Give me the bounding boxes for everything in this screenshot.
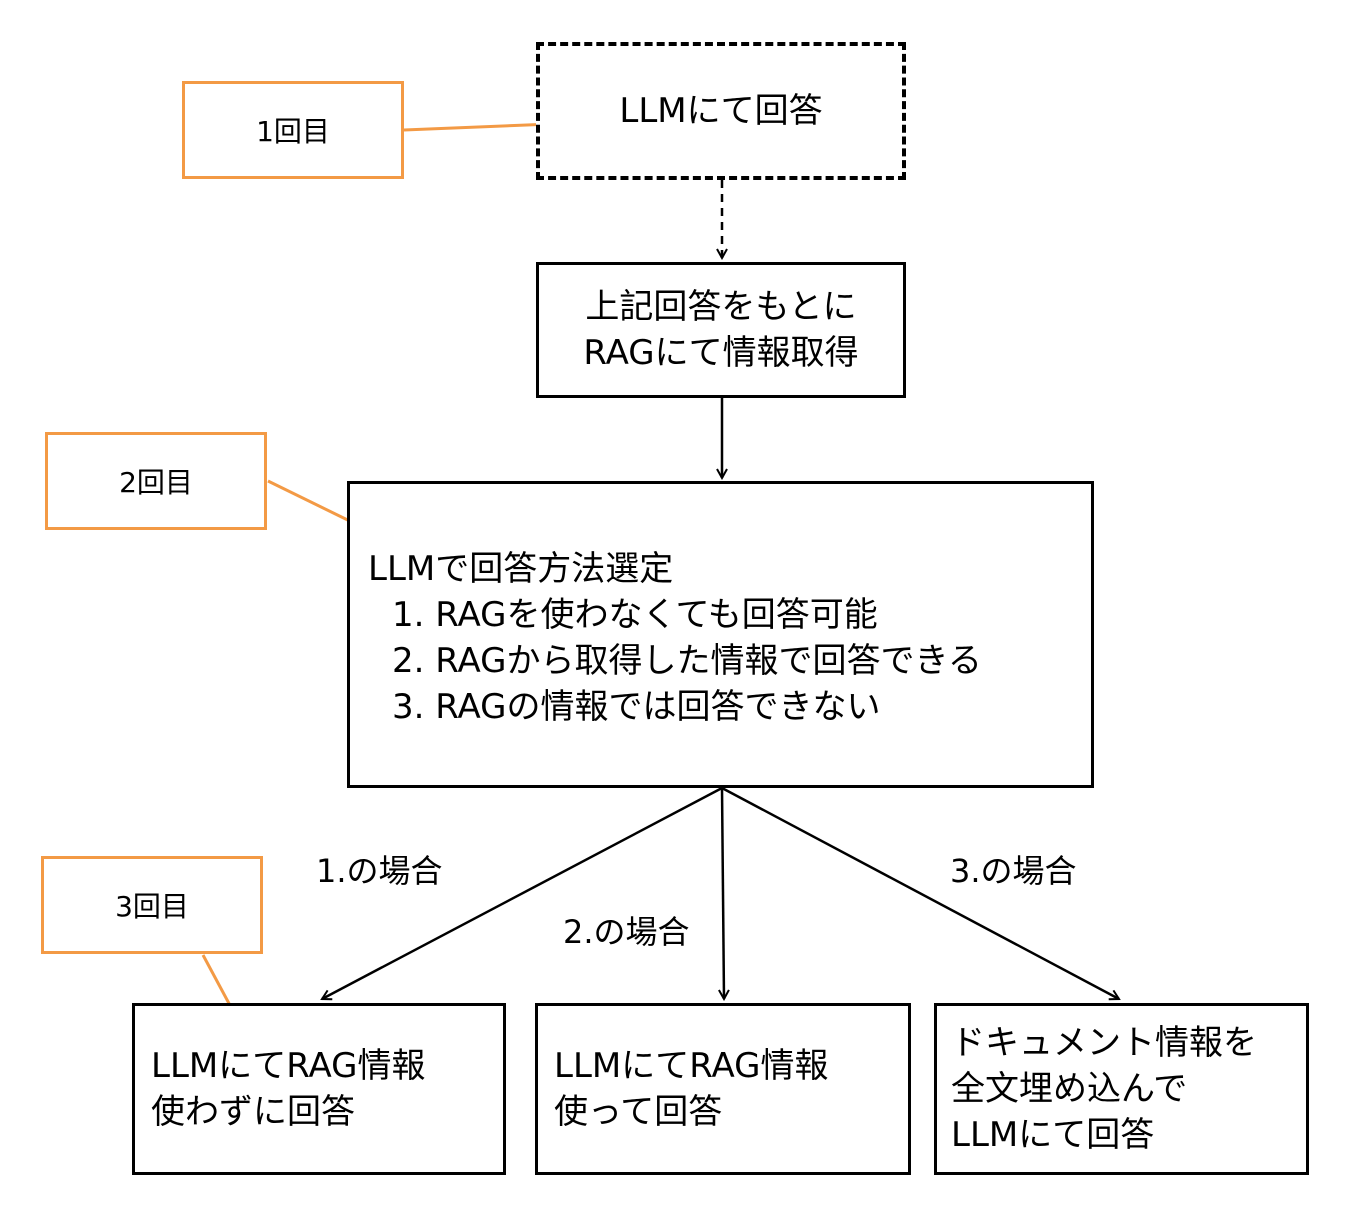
node-out1-line-2: 使わずに回答 <box>151 1092 355 1132</box>
node-step3-option-3: 3. RAGの情報では回答できない <box>392 687 881 727</box>
callout-third-label: 3回目 <box>115 890 189 923</box>
node-out2: LLMにてRAG情報 使って回答 <box>535 1003 911 1175</box>
node-step3-title: LLMで回答方法選定 <box>368 549 674 589</box>
node-out3-line-3: LLMにて回答 <box>951 1115 1155 1155</box>
node-step2-line-1: 上記回答をもとに <box>585 287 857 327</box>
node-step3-option-1: 1. RAGを使わなくても回答可能 <box>392 595 878 635</box>
arrow-to-out3 <box>721 786 1119 999</box>
node-out3-line-2: 全文埋め込んで <box>951 1069 1188 1109</box>
callout-third: 3回目 <box>41 856 263 954</box>
callout-first: 1回目 <box>182 81 404 179</box>
node-step1: LLMにて回答 <box>536 42 906 180</box>
branch-label-case1: 1.の場合 <box>316 852 443 890</box>
node-out1-line-1: LLMにてRAG情報 <box>151 1046 426 1086</box>
node-step3: LLMで回答方法選定 1. RAGを使わなくても回答可能 2. RAGから取得し… <box>347 481 1094 788</box>
node-out3: ドキュメント情報を 全文埋め込んで LLMにて回答 <box>934 1003 1309 1175</box>
node-out3-line-1: ドキュメント情報を <box>951 1023 1257 1063</box>
node-step2: 上記回答をもとに RAGにて情報取得 <box>536 262 906 398</box>
node-step1-line-1: LLMにて回答 <box>619 91 823 131</box>
node-step2-line-2: RAGにて情報取得 <box>583 333 859 373</box>
node-out2-line-1: LLMにてRAG情報 <box>554 1046 829 1086</box>
callout-leader-first <box>403 122 553 132</box>
branch-label-case2: 2.の場合 <box>563 913 690 951</box>
branch-label-case3: 3.の場合 <box>950 852 1077 890</box>
callout-first-label: 1回目 <box>256 115 330 148</box>
node-out1: LLMにてRAG情報 使わずに回答 <box>132 1003 506 1175</box>
node-step3-option-2: 2. RAGから取得した情報で回答できる <box>392 641 982 681</box>
arrow-to-out1 <box>322 786 723 999</box>
node-out2-line-2: 使って回答 <box>554 1092 723 1132</box>
callout-second: 2回目 <box>45 432 267 530</box>
callout-second-label: 2回目 <box>119 466 193 499</box>
arrow-to-out2 <box>722 787 724 999</box>
